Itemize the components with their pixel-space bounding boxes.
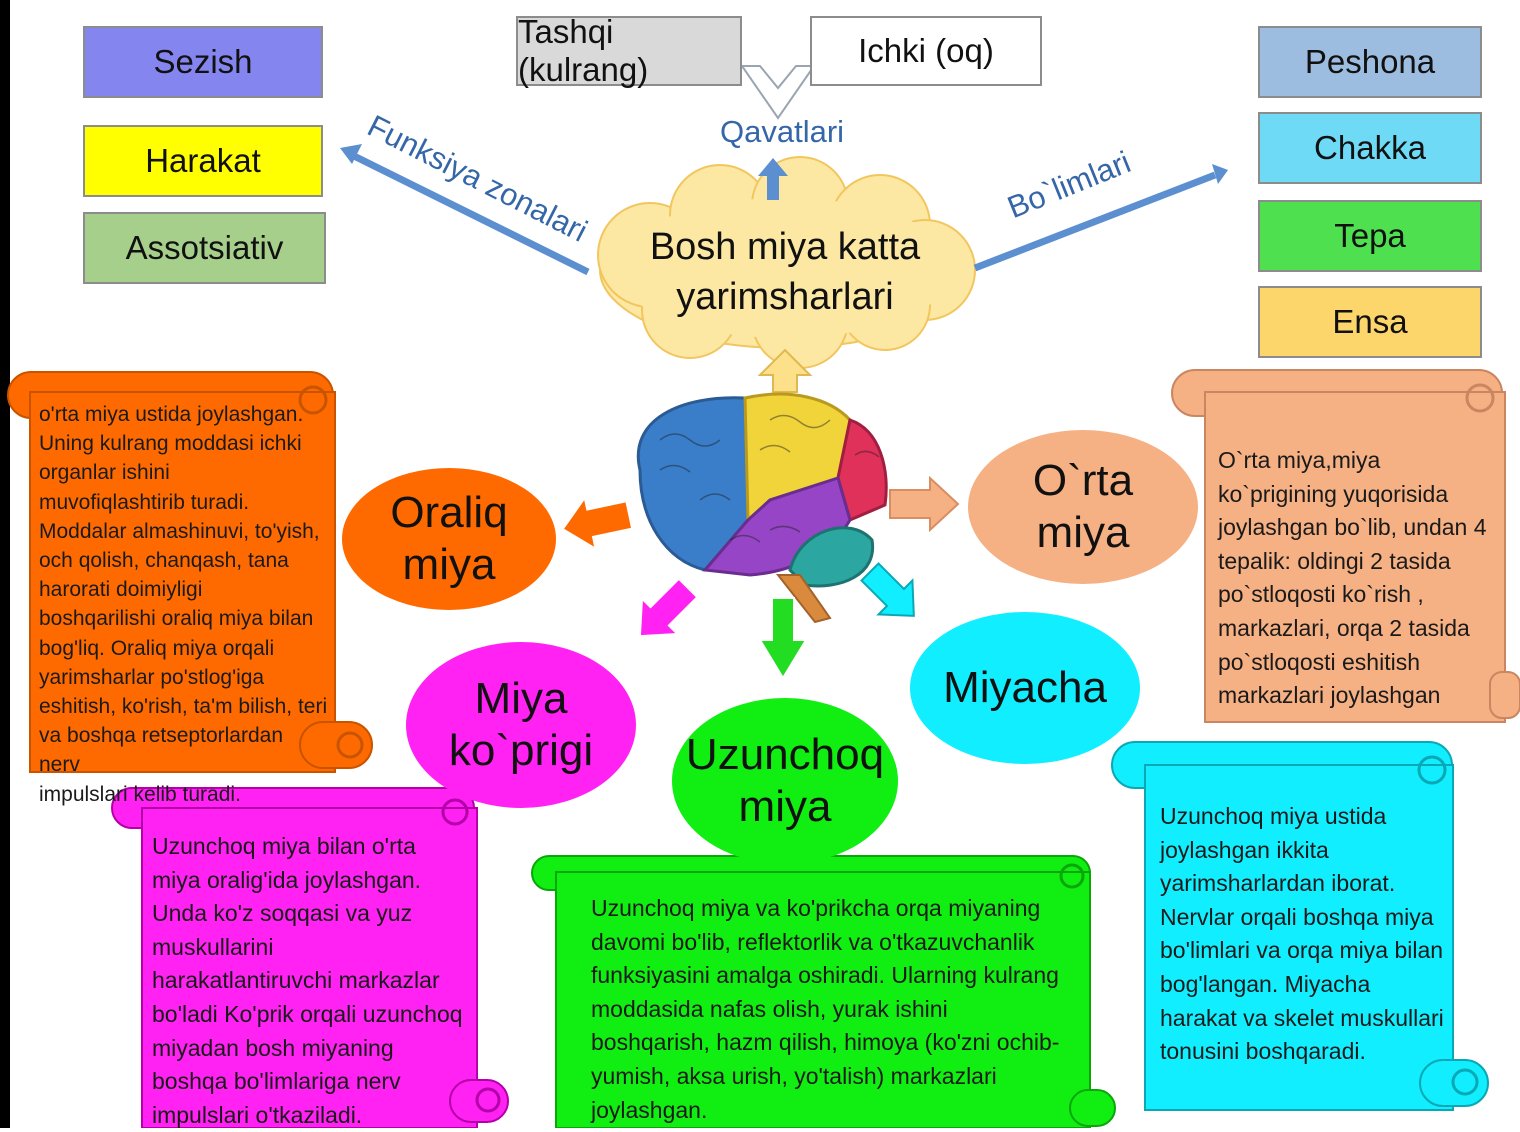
orta-miya-ellipse: O`rta miya [968, 430, 1198, 584]
lobe-ensa-box: Ensa [1258, 286, 1482, 358]
scroll-kuprik [111, 787, 509, 1128]
lobe-chakka-box: Chakka [1258, 112, 1482, 184]
orta-line2: miya [1036, 508, 1130, 557]
zone-sezish-box: Sezish [83, 26, 323, 98]
layer-outer-box: Tashqi (kulrang) [516, 13, 742, 88]
kuprik-line2: ko`prigi [448, 726, 594, 775]
miyacha-description: Uzunchoq miya ustida joylashgan ikkita y… [1160, 803, 1444, 1065]
layers-chevron-icon [740, 65, 816, 120]
left-edge-bar [0, 0, 10, 1128]
miyacha-ellipse: Miyacha [910, 612, 1140, 764]
lobe-tepa-box: Tepa [1258, 200, 1482, 272]
miyacha-line1: Miyacha [943, 663, 1107, 713]
zone-assotsiativ-box: Assotsiativ [83, 212, 326, 284]
scroll-uzunchoq [531, 855, 1116, 1128]
oraliq-description: o'rta miya ustida joylashgan. Uning kulr… [39, 403, 328, 806]
arrow-to-orta [889, 475, 960, 533]
scroll-oraliq [7, 371, 373, 773]
kuprik-line1: Miya [474, 674, 568, 724]
scroll-orta [1171, 369, 1520, 723]
zone-harakat-box: Harakat [83, 125, 323, 197]
miya-koprigi-ellipse: Miya ko`prigi [406, 642, 636, 808]
arrow-to-uzunchoq [758, 597, 808, 680]
layer-inner-box: Ichki (oq) [810, 16, 1042, 86]
orta-line1: O`rta [1032, 456, 1134, 506]
uzunchoq-miya-ellipse: Uzunchoq miya [672, 698, 898, 864]
center-cloud [597, 156, 976, 369]
oraliq-line1: Oraliq [390, 488, 508, 538]
center-title-line2: yarimsharlari [676, 276, 894, 318]
oraliq-line2: miya [402, 540, 496, 589]
lobe-peshona-box: Peshona [1258, 26, 1482, 98]
scroll-miyacha [1111, 741, 1489, 1111]
oraliq-miya-ellipse: Oraliq miya [342, 468, 556, 610]
uzunchoq-line2: miya [738, 782, 832, 831]
orta-description: O`rta miya,miya ko`prigining yuqorisida … [1218, 447, 1487, 709]
arrow-to-miyacha [860, 562, 915, 617]
uzunchoq-line1: Uzunchoq [685, 730, 885, 780]
brain-illustration [636, 392, 888, 624]
center-title-line1: Bosh miya katta [649, 226, 921, 268]
arrow-brain-to-cloud [757, 348, 813, 393]
layers-label: Qavatlari [720, 114, 845, 149]
kuprik-description: Uzunchoq miya bilan o'rta miya oralig'id… [152, 833, 463, 1128]
center-title: Bosh miya katta yarimsharlari [620, 222, 950, 322]
arrow-to-kuprik [638, 577, 699, 638]
uzunchoq-description: Uzunchoq miya va ko'prikcha orqa miyanin… [591, 895, 1060, 1123]
arrow-to-oraliq [561, 495, 634, 551]
arrow-to-layers [758, 158, 788, 200]
arrow-to-zones [340, 144, 590, 276]
arrow-to-lobes [973, 164, 1228, 272]
